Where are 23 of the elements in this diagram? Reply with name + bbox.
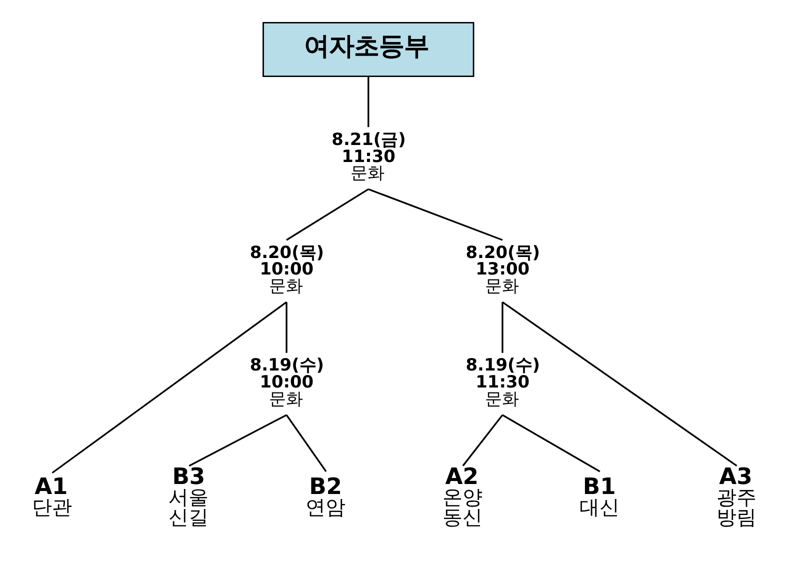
node-text: 8.19(수) 10:00 문화: [250, 354, 324, 409]
node-box: 여자초등부: [262, 22, 474, 77]
node-text: 8.20(목) 13:00 문화: [466, 242, 540, 296]
connector: [52, 301, 288, 474]
node-text: B3 서울 신길: [168, 464, 209, 529]
connector: [286, 414, 327, 472]
connector: [502, 302, 504, 353]
node-text: 8.20(목) 10:00 문화: [250, 242, 324, 296]
node-text: 8.21(금) 11:30 문화: [332, 128, 406, 183]
node-text: B1 대신: [579, 474, 620, 520]
connector: [286, 302, 288, 353]
connector: [502, 301, 738, 467]
node-text: A2 온양 동신: [442, 464, 482, 529]
connector: [368, 188, 503, 241]
node-text: A1 단관: [32, 474, 72, 520]
connector: [188, 414, 287, 467]
connector: [368, 76, 370, 128]
node-text: 8.19(수) 11:30 문화: [466, 354, 540, 409]
connector: [462, 414, 504, 466]
connector: [286, 188, 369, 241]
node-text: A3 광주 방림: [716, 464, 756, 529]
connector: [502, 414, 600, 472]
node-text: B2 연암: [306, 474, 346, 520]
